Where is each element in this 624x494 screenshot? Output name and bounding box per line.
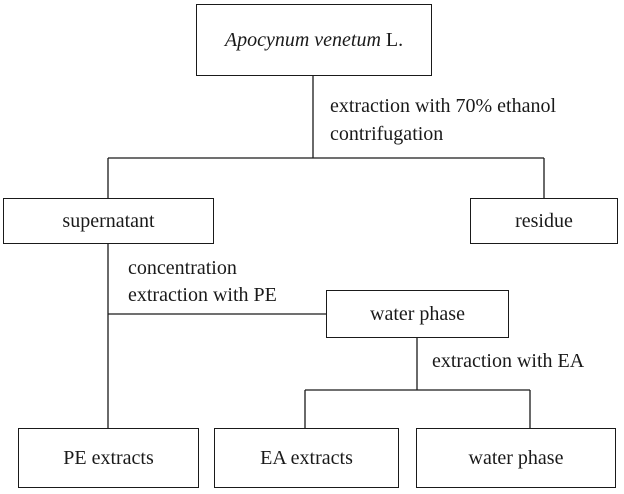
node-water-phase-final: water phase (416, 428, 616, 488)
step3-label: extraction with EA (432, 350, 585, 372)
water-phase-final-label: water phase (468, 446, 564, 469)
step1-label-line1: extraction with 70% ethanol (330, 95, 557, 117)
water-phase-label: water phase (370, 302, 465, 325)
ea-extracts-label: EA extracts (260, 446, 353, 469)
node-pe-extracts: PE extracts (18, 428, 199, 488)
supernatant-label: supernatant (62, 209, 155, 232)
residue-label: residue (515, 209, 573, 232)
source-species: Apocynum venetum (224, 28, 381, 51)
pe-extracts-label: PE extracts (63, 446, 154, 469)
source-authority: L. (380, 28, 404, 51)
node-supernatant: supernatant (3, 198, 214, 244)
step2-label-line1: concentration (128, 257, 237, 279)
step2-label-line2: extraction with PE (128, 284, 277, 306)
node-ea-extracts: EA extracts (214, 428, 399, 488)
node-residue: residue (470, 198, 618, 244)
node-source: Apocynum venetum L. (196, 4, 432, 76)
step1-label-line2: contrifugation (330, 123, 444, 145)
node-water-phase: water phase (326, 290, 509, 338)
